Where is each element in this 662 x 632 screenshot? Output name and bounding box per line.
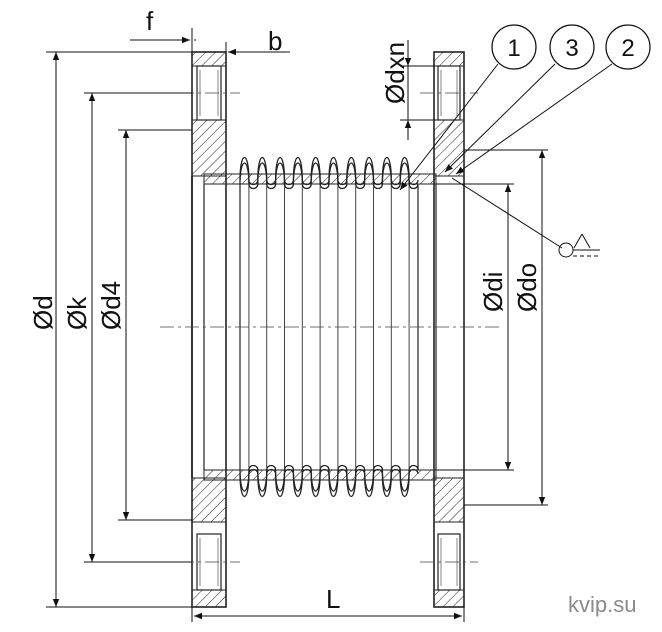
dim-label-di: Ødi bbox=[478, 272, 508, 312]
callout-label-2: 2 bbox=[621, 35, 634, 62]
weld-symbol bbox=[558, 233, 600, 258]
callout-circle-3 bbox=[549, 24, 595, 70]
dim-label-L: L bbox=[326, 584, 340, 614]
bellows-wave-3 bbox=[239, 464, 419, 492]
dim-label-do: Ødo bbox=[512, 263, 542, 312]
dim-label-k: Øk bbox=[62, 296, 92, 330]
dimension-lines bbox=[46, 28, 548, 622]
callout-circle-2 bbox=[605, 24, 651, 70]
callout-circle-1 bbox=[491, 24, 537, 70]
dim-label-b: b bbox=[268, 26, 282, 56]
callout-label-1: 1 bbox=[507, 35, 520, 62]
dim-label-dxn: Ødxn bbox=[380, 42, 410, 104]
left-flange bbox=[191, 51, 227, 608]
watermark: kvip.su bbox=[568, 592, 636, 617]
callout-leaders bbox=[399, 63, 613, 249]
dim-label-d: Ød bbox=[28, 295, 58, 330]
bellows-wave-1 bbox=[239, 162, 419, 190]
callout-label-3: 3 bbox=[565, 35, 578, 62]
dim-label-d4: Ød4 bbox=[96, 281, 126, 330]
dimension-labels: f b Ød Øk Ød4 Ødxn Ødi Ødo L bbox=[28, 6, 542, 614]
centre-lines bbox=[160, 92, 500, 563]
callout-circles: 1 3 2 bbox=[491, 24, 651, 70]
dim-label-f: f bbox=[146, 6, 154, 36]
right-flange bbox=[433, 51, 465, 608]
